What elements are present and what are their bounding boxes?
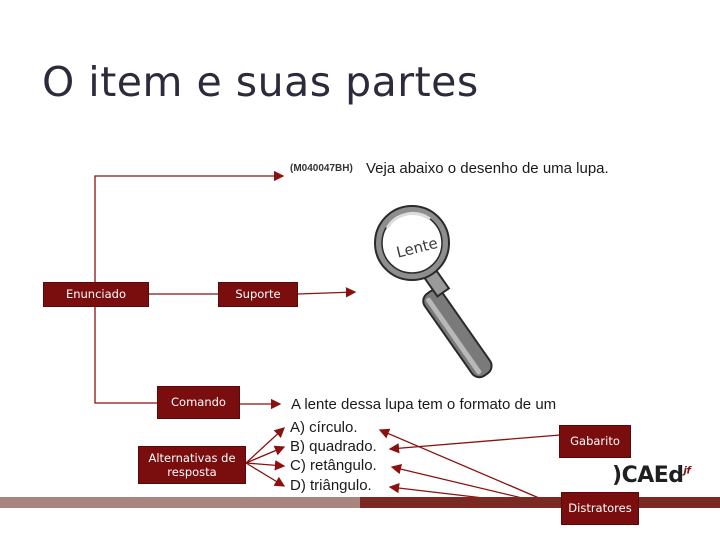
arrow-gabarito — [388, 434, 561, 454]
enunciado-text: Veja abaixo o desenho de uma lupa. — [366, 160, 609, 177]
magnifier-illustration: Lente — [374, 205, 493, 379]
label-enunciado: Enunciado — [43, 282, 149, 307]
footer-bar — [0, 497, 720, 508]
item-code: (M040047BH) — [290, 163, 353, 174]
arrow-suporte — [297, 287, 357, 298]
arrow-alt-b — [245, 445, 286, 464]
alternative-b: B) quadrado. — [290, 438, 377, 455]
alternative-a: A) círculo. — [290, 419, 358, 436]
alternative-d: D) triângulo. — [290, 477, 372, 494]
arrow-alt-a — [245, 427, 285, 464]
label-alternativas: Alternativas de resposta — [138, 446, 246, 484]
arrow-enunciado — [94, 170, 285, 283]
arrow-alt-c — [245, 460, 286, 471]
alternative-c: C) retângulo. — [290, 457, 377, 474]
label-gabarito: Gabarito — [559, 425, 631, 458]
label-suporte: Suporte — [218, 282, 298, 307]
logo-mark-icon: ) — [612, 463, 622, 488]
line-enunciado-comando — [94, 307, 157, 404]
label-distratores: Distratores — [561, 492, 639, 525]
arrow-alt-d — [245, 462, 286, 487]
label-comando: Comando — [157, 386, 240, 419]
caed-logo: )CAEdjf — [612, 463, 691, 488]
arrow-distrator-a — [378, 428, 561, 508]
comando-text: A lente dessa lupa tem o formato de um — [291, 396, 557, 413]
page-title: O item e suas partes — [42, 58, 479, 106]
